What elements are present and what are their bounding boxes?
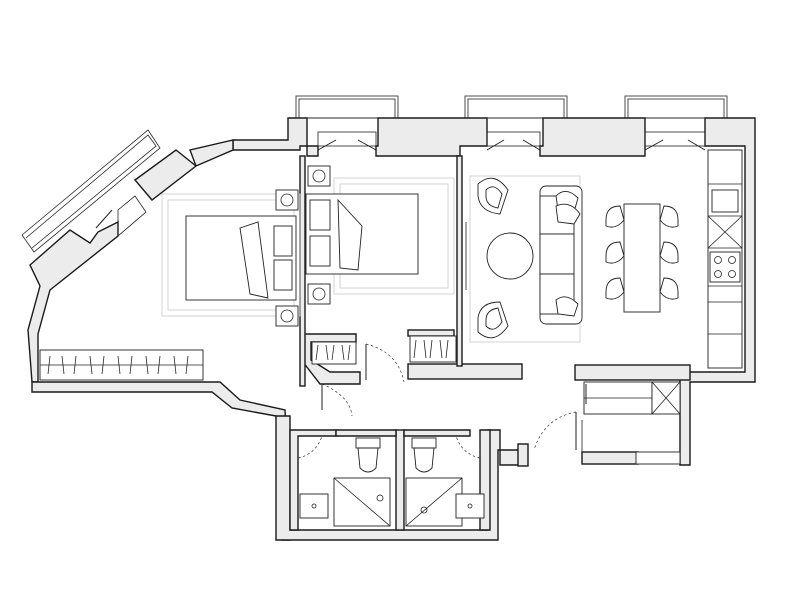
- nightstand-2b: [307, 283, 331, 305]
- doors: [297, 343, 587, 459]
- sink-2: [455, 493, 485, 519]
- chair-5: [659, 241, 679, 264]
- pillow-2b: [309, 235, 331, 267]
- toilet-1: [357, 447, 379, 473]
- bathroom-1: [299, 437, 391, 527]
- toilet-2: [413, 447, 435, 473]
- pillow-1b: [273, 259, 293, 291]
- pillow-2a: [309, 199, 331, 231]
- walls: [27, 117, 756, 541]
- wall-closet-2: [407, 363, 523, 380]
- windows: [21, 95, 728, 253]
- wardrobe-bedroom-2a: [311, 341, 357, 365]
- window-living: [486, 131, 541, 147]
- wall-left-angled: [189, 139, 234, 167]
- chair-2: [605, 241, 625, 264]
- chair-1: [605, 205, 625, 228]
- nightstand-2a: [307, 165, 331, 187]
- pillow-1a: [273, 225, 293, 257]
- living-room: [465, 175, 679, 343]
- shoe-rack: [635, 451, 681, 465]
- wall-closet-2b: [407, 329, 455, 337]
- sofa-cushion-3: [555, 296, 579, 317]
- cooktop: [709, 251, 741, 283]
- blanket-fold-2: [337, 198, 363, 271]
- nightstand-1a: [275, 189, 299, 211]
- chair-6: [659, 277, 679, 300]
- sink-1: [299, 493, 329, 519]
- dining-table: [623, 203, 661, 313]
- toilet-1-tank: [355, 437, 381, 449]
- blanket-fold-1: [239, 221, 269, 299]
- wardrobe-bedroom-2b: [409, 335, 457, 363]
- sofa-cushion-2: [555, 203, 581, 225]
- wall-kitchen-lower: [574, 364, 691, 381]
- coffee-table: [486, 232, 534, 280]
- wall-top-left: [232, 117, 319, 157]
- oven: [711, 189, 739, 213]
- bedroom-1: [39, 189, 301, 381]
- chair-3: [605, 277, 625, 300]
- window-bedroom-2: [317, 131, 377, 147]
- wall-partition-living: [456, 155, 463, 367]
- wall-top-mid-2: [539, 117, 646, 157]
- wall-storage: [581, 451, 639, 465]
- wall-bath-partition: [395, 429, 405, 531]
- toilet-2-tank: [411, 437, 437, 449]
- wall-left-upper: [133, 149, 198, 201]
- chair-4: [659, 205, 679, 228]
- bedroom-2: [305, 165, 457, 365]
- wall-bottom-left: [31, 381, 291, 541]
- wall-entry-stub: [517, 443, 529, 467]
- window-bedroom-1: [117, 195, 147, 237]
- bathroom-2: [405, 437, 485, 527]
- wall-bath-top-3: [403, 429, 471, 437]
- wall-top-mid-1: [375, 117, 488, 157]
- window-kitchen: [644, 131, 706, 147]
- wall-partition-bedrooms: [299, 155, 306, 387]
- nightstand-1b: [275, 305, 299, 327]
- wall-closet-1: [302, 333, 361, 385]
- balcony-left: [21, 129, 161, 253]
- kitchen: [581, 149, 743, 465]
- wall-right: [679, 117, 756, 466]
- wall-bath-top-2: [335, 429, 397, 437]
- rug-bedroom-1: [161, 193, 301, 317]
